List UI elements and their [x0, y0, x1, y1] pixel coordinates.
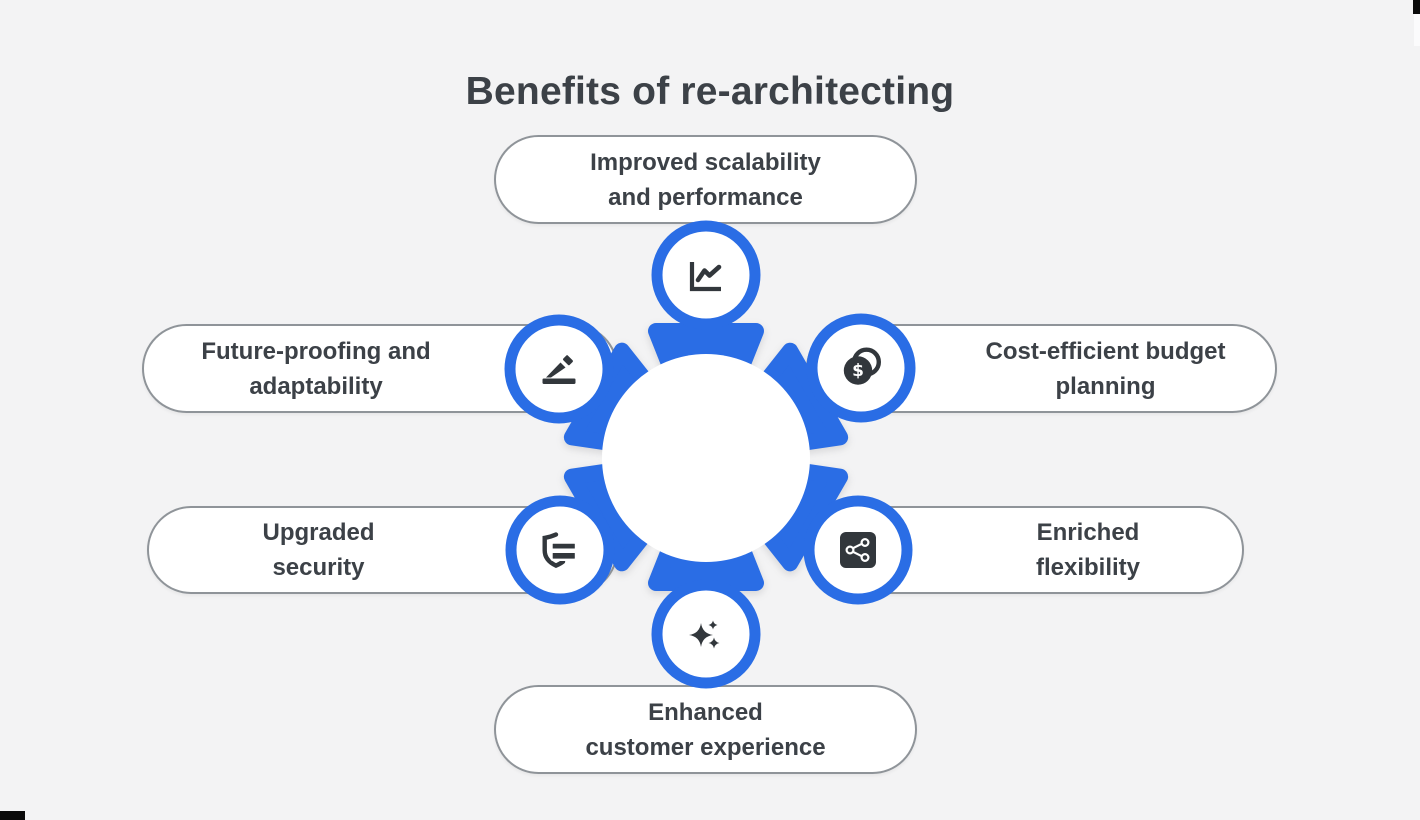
benefit-label-line: planning	[1055, 372, 1156, 400]
pencil-icon	[542, 355, 576, 384]
screen-artifact-bottom-left	[0, 811, 25, 820]
sparkles-icon	[689, 620, 720, 649]
benefit-node-future-proofing	[504, 314, 614, 424]
line-chart-icon	[689, 262, 722, 292]
benefit-pill-scalability: Improved scalability and performance	[494, 135, 917, 224]
benefit-label-line: Enhanced	[648, 698, 763, 726]
benefit-label-line: adaptability	[249, 372, 383, 400]
screen-edge-strip	[1414, 0, 1420, 46]
benefit-label-line: Cost-efficient budget	[985, 337, 1226, 365]
benefit-pill-customer-experience: Enhanced customer experience	[494, 685, 917, 774]
benefit-node-security	[505, 495, 615, 605]
page-title: Benefits of re-architecting	[465, 70, 955, 114]
benefit-label-line: Future-proofing and	[201, 337, 431, 365]
benefit-label-line: security	[272, 554, 365, 581]
benefit-node-budget-planning: $	[806, 313, 916, 423]
svg-text:$: $	[852, 361, 864, 381]
hub-center-circle	[602, 354, 810, 562]
benefit-label-line: Upgraded	[262, 519, 375, 546]
benefit-label-line: flexibility	[1035, 554, 1141, 581]
screen-artifact-top-right	[1413, 0, 1420, 14]
share-icon	[840, 532, 876, 568]
coins-icon: $	[843, 347, 882, 385]
benefit-label-line: and performance	[608, 183, 803, 211]
benefit-label-line: Improved scalability	[590, 148, 821, 176]
benefit-node-flexibility	[803, 495, 913, 605]
benefit-label-line: Enriched	[1036, 519, 1140, 546]
shield-icon	[542, 532, 578, 569]
benefit-node-scalability	[651, 220, 761, 330]
benefit-label-line: customer experience	[585, 733, 826, 761]
benefit-node-customer-experience	[651, 579, 761, 689]
